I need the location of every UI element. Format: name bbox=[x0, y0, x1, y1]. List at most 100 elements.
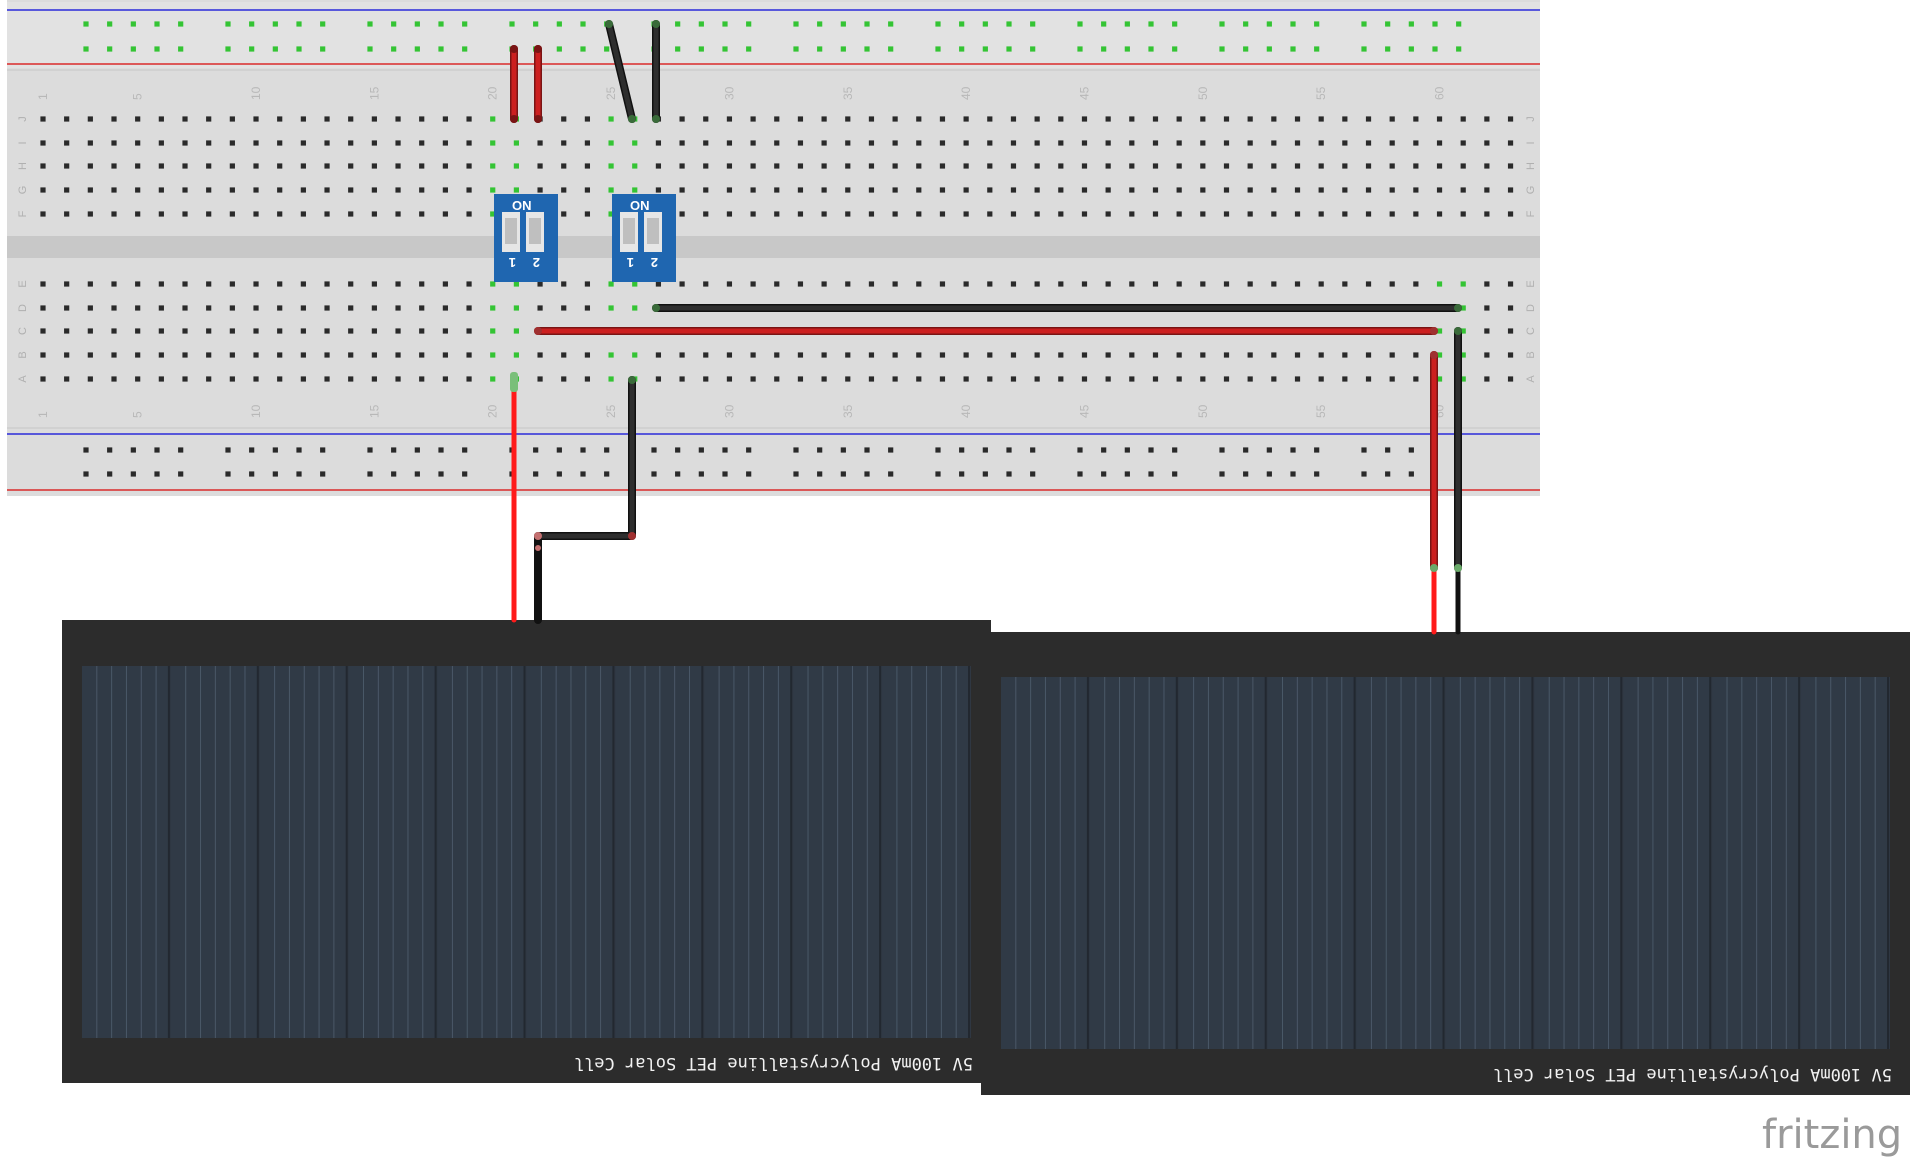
hole bbox=[584, 352, 591, 358]
hole bbox=[395, 163, 401, 169]
hole bbox=[158, 376, 164, 382]
hole bbox=[348, 352, 354, 358]
hole bbox=[726, 352, 733, 358]
hole bbox=[490, 376, 496, 382]
hole bbox=[561, 140, 567, 146]
hole bbox=[1200, 352, 1206, 358]
rail-hole bbox=[556, 447, 562, 453]
rail-hole bbox=[1030, 46, 1036, 52]
hole bbox=[1081, 281, 1088, 287]
rail-hole bbox=[1314, 471, 1320, 477]
hole bbox=[1105, 211, 1111, 217]
hole bbox=[395, 211, 401, 217]
row-letter: E bbox=[17, 280, 29, 287]
hole bbox=[300, 140, 306, 146]
hole bbox=[419, 211, 425, 217]
hole bbox=[442, 116, 448, 122]
hole bbox=[797, 163, 804, 169]
hole bbox=[608, 116, 614, 122]
dip-switch-2[interactable]: ON 1 2 bbox=[612, 194, 676, 282]
hole bbox=[584, 140, 591, 146]
hole bbox=[608, 281, 614, 287]
hole bbox=[703, 116, 709, 122]
hole bbox=[466, 187, 472, 193]
hole bbox=[490, 211, 496, 217]
hole bbox=[206, 163, 212, 169]
hole bbox=[963, 281, 969, 287]
hole bbox=[40, 187, 46, 193]
rail-hole bbox=[840, 447, 846, 453]
hole bbox=[1247, 140, 1253, 146]
hole bbox=[1294, 352, 1301, 358]
hole bbox=[87, 116, 93, 122]
rail-hole bbox=[438, 471, 444, 477]
hole bbox=[371, 281, 377, 287]
hole bbox=[726, 211, 733, 217]
hole bbox=[87, 352, 93, 358]
hole bbox=[774, 376, 780, 382]
rail-hole bbox=[888, 447, 894, 453]
hole bbox=[774, 163, 780, 169]
rail-hole bbox=[675, 46, 681, 52]
hole bbox=[1129, 140, 1135, 146]
hole bbox=[750, 140, 756, 146]
rail-hole bbox=[414, 447, 420, 453]
hole bbox=[253, 328, 259, 334]
hole bbox=[158, 140, 164, 146]
rail-hole bbox=[1456, 46, 1462, 52]
rail-hole bbox=[1219, 21, 1225, 27]
hole bbox=[135, 140, 141, 146]
rail-hole bbox=[533, 21, 539, 27]
hole bbox=[1152, 281, 1159, 287]
hole bbox=[158, 305, 164, 311]
hole bbox=[1294, 140, 1301, 146]
hole bbox=[703, 211, 709, 217]
hole bbox=[111, 163, 117, 169]
row-letter: H bbox=[17, 162, 29, 170]
rail-hole bbox=[604, 471, 610, 477]
hole bbox=[1507, 305, 1514, 311]
rail-hole bbox=[935, 471, 941, 477]
hole bbox=[253, 116, 259, 122]
hole bbox=[277, 140, 283, 146]
hole bbox=[466, 211, 472, 217]
rail-hole bbox=[1290, 447, 1296, 453]
column-number: 40 bbox=[959, 86, 973, 100]
hole bbox=[963, 376, 969, 382]
column-number: 15 bbox=[367, 86, 381, 100]
hole bbox=[1460, 140, 1466, 146]
hole bbox=[64, 163, 70, 169]
hole bbox=[774, 116, 780, 122]
rail-hole bbox=[864, 46, 870, 52]
hole bbox=[371, 140, 377, 146]
hole bbox=[537, 163, 543, 169]
row-letter: C bbox=[17, 327, 29, 335]
hole bbox=[87, 281, 93, 287]
hole bbox=[1247, 352, 1253, 358]
hole bbox=[371, 116, 377, 122]
hole bbox=[1436, 140, 1443, 146]
dip-switch-1[interactable]: ON 1 2 bbox=[494, 194, 558, 282]
rail-hole bbox=[296, 21, 302, 27]
hole bbox=[632, 187, 638, 193]
rail-hole bbox=[178, 447, 184, 453]
hole bbox=[513, 281, 519, 287]
hole bbox=[1460, 211, 1466, 217]
hole bbox=[324, 187, 330, 193]
hole bbox=[371, 211, 377, 217]
rail-hole bbox=[722, 447, 728, 453]
column-number: 35 bbox=[841, 404, 855, 418]
hole bbox=[1176, 116, 1182, 122]
hole bbox=[64, 352, 70, 358]
hole bbox=[584, 305, 591, 311]
hole bbox=[1413, 140, 1419, 146]
rail-hole bbox=[414, 46, 420, 52]
hole bbox=[466, 328, 472, 334]
hole bbox=[64, 376, 70, 382]
hole bbox=[229, 281, 235, 287]
hole bbox=[916, 281, 922, 287]
column-number: 60 bbox=[1433, 86, 1447, 100]
hole bbox=[324, 116, 330, 122]
